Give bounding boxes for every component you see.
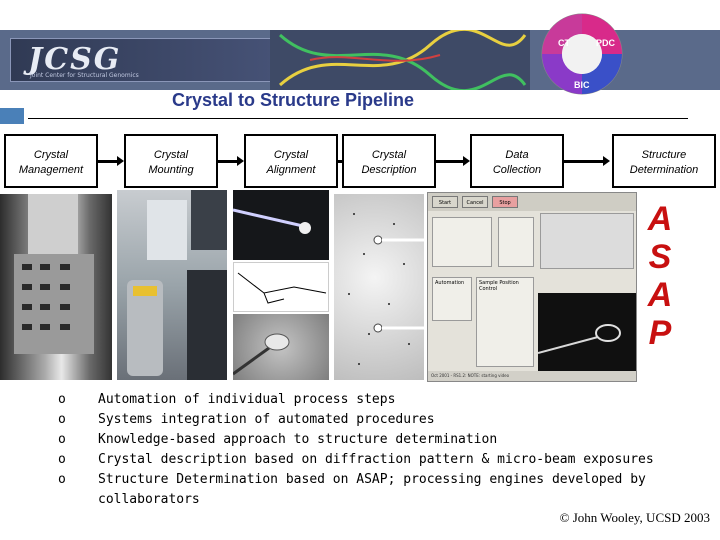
panel-settings-box — [432, 217, 492, 267]
step-label-line2: Mounting — [148, 164, 194, 176]
asap-label: A S A P — [640, 200, 680, 352]
crystal-alignment-outline — [233, 262, 329, 312]
crystal-mounting-photo — [117, 190, 227, 380]
list-item: o Knowledge-based approach to structure d… — [58, 430, 698, 450]
sample-video-feed — [537, 293, 636, 377]
asap-letter: S — [648, 238, 672, 276]
step-data-collection: Data Collection — [470, 134, 564, 188]
panel-settings-box — [498, 217, 534, 267]
panel-status-bar: Oct 2001 - RS1.2: NOTE: starting video — [428, 371, 636, 381]
automation-label: Automation — [435, 280, 465, 286]
bullet-text: Automation of individual process steps — [98, 392, 396, 407]
pipeline-arrow — [436, 156, 470, 166]
bullet-text: Crystal description based on diffraction… — [98, 452, 654, 467]
start-button[interactable]: Start — [432, 196, 458, 208]
bullet-text: Knowledge-based approach to structure de… — [98, 432, 498, 447]
list-item: o Systems integration of automated proced… — [58, 410, 698, 430]
left-accent-tab — [0, 108, 24, 124]
crystal-alignment-photo-top — [233, 190, 329, 260]
step-label-line2: Determination — [629, 164, 699, 176]
wheel-label-bic: BIC — [574, 80, 590, 90]
diffraction-pattern-image — [334, 194, 424, 380]
step-label-line1: Data — [505, 149, 529, 161]
pipeline-arrow — [218, 156, 244, 166]
sample-position-label: Sample Position Control — [479, 280, 519, 292]
banner-photo — [10, 38, 275, 82]
step-crystal-management: Crystal Management — [4, 134, 98, 188]
bullet-marker: o — [58, 392, 66, 407]
stop-button[interactable]: Stop — [492, 196, 518, 208]
step-label-line1: Crystal — [273, 149, 309, 161]
step-crystal-mounting: Crystal Mounting — [124, 134, 218, 188]
copyright-notice: © John Wooley, UCSD 2003 — [559, 510, 710, 525]
jcsg-logo: JCSG — [28, 42, 122, 77]
list-item: o Structure Determination based on ASAP; … — [58, 470, 698, 510]
cancel-button[interactable]: Cancel — [462, 196, 488, 208]
partner-wheel-icon: CT PDC BIC — [541, 13, 623, 95]
panel-automation-box: Automation — [432, 277, 472, 321]
pipeline-arrow — [564, 156, 610, 166]
wheel-label-pdc: PDC — [596, 38, 616, 48]
bullet-text: Systems integration of automated procedu… — [98, 412, 435, 427]
step-label-line1: Crystal — [371, 149, 407, 161]
list-item: o Crystal description based on diffractio… — [58, 450, 698, 470]
panel-sample-box: Sample Position Control — [476, 277, 534, 367]
bullet-marker: o — [58, 412, 66, 427]
step-label-line2: Alignment — [266, 164, 316, 176]
step-label-line2: Management — [18, 164, 84, 176]
logo-subtitle: Joint Center for Structural Genomics — [30, 72, 139, 79]
step-label-line1: Crystal — [153, 149, 189, 161]
panel-toolbar: Start Cancel Stop — [428, 193, 636, 211]
data-collection-control-panel: Start Cancel Stop Automation Sample Posi… — [427, 192, 637, 382]
bullet-marker: o — [58, 432, 66, 447]
crystal-management-photo — [0, 194, 112, 380]
step-crystal-alignment: Crystal Alignment — [244, 134, 338, 188]
page-title: Crystal to Structure Pipeline — [172, 90, 415, 110]
asap-letter: A — [647, 276, 673, 314]
step-label-line1: Crystal — [33, 149, 69, 161]
bullet-text: Structure Determination based on ASAP; p… — [98, 472, 646, 507]
panel-beamline-view — [540, 213, 634, 269]
bullet-marker: o — [58, 472, 66, 487]
pipeline-arrow — [98, 156, 124, 166]
crystal-alignment-photo-bottom — [233, 314, 329, 380]
wheel-label-ct: CT — [558, 38, 570, 48]
asap-letter: P — [648, 314, 672, 352]
step-structure-determination: Structure Determination — [612, 134, 716, 188]
step-label-line1: Structure — [641, 149, 687, 161]
asap-letter: A — [647, 200, 673, 238]
bullet-marker: o — [58, 452, 66, 467]
step-crystal-description: Crystal Description — [342, 134, 436, 188]
step-label-line2: Description — [361, 164, 417, 176]
step-label-line2: Collection — [492, 164, 542, 176]
dna-graphic — [270, 30, 530, 90]
title-divider — [28, 118, 688, 119]
list-item: o Automation of individual process steps — [58, 390, 698, 410]
